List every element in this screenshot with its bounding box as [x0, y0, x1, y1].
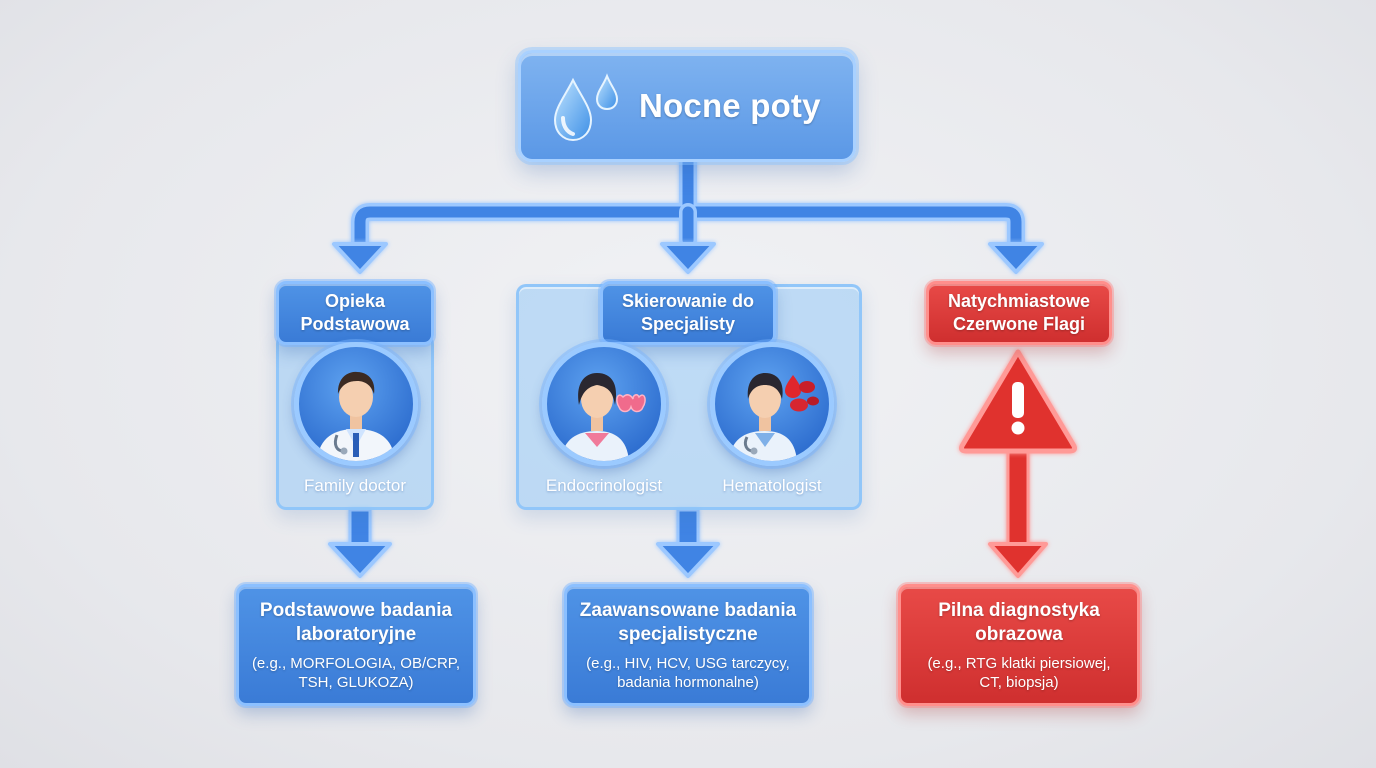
hematologist-blood-cells-icon — [710, 342, 834, 466]
red-flags-label: Natychmiastowe Czerwone Flagi — [947, 291, 1091, 334]
basic-labs-details: (e.g., MORFOLOGIA, OB/CRP, TSH, GLUKOZA) — [251, 654, 461, 691]
basic-labs-box: Podstawowe badania laboratoryjne (e.g., … — [236, 584, 476, 706]
warning-triangle-icon — [959, 349, 1077, 454]
urgent-imaging-title: Pilna diagnostyka obrazowa — [938, 599, 1100, 645]
arrow-to-urgent-imaging — [988, 446, 1048, 578]
primary-care-label: Opieka Podstawowa — [300, 291, 410, 334]
branch-connector — [351, 153, 1025, 255]
basic-labs-title: Podstawowe badania laboratoryjne — [259, 599, 453, 645]
endocrinologist-label: Endocrinologist — [545, 476, 663, 495]
family-doctor-label: Family doctor — [303, 476, 407, 495]
diagram-title: Nocne poty — [639, 87, 821, 124]
water-drops-icon — [553, 73, 619, 142]
urgent-imaging-box: Pilna diagnostyka obrazowa (e.g., RTG kl… — [898, 584, 1140, 706]
red-flags-header: Natychmiastowe Czerwone Flagi — [926, 281, 1112, 345]
arrowhead-primary-care — [332, 242, 388, 274]
root-node-night-sweats: Nocne poty — [518, 50, 856, 162]
family-doctor-icon — [294, 342, 418, 466]
advanced-tests-title: Zaawansowane badania specjalistyczne — [579, 599, 797, 645]
advanced-tests-details: (e.g., HIV, HCV, USG tarczycy, badania h… — [586, 654, 790, 691]
arrow-to-basic-labs — [328, 508, 392, 578]
endocrinologist-thyroid-icon — [542, 342, 666, 466]
specialist-referral-header: Skierowanie do Specjalisty — [600, 281, 776, 345]
urgent-imaging-details: (e.g., RTG klatki piersiowej, CT, biopsj… — [927, 654, 1111, 691]
arrowhead-specialist — [660, 242, 716, 274]
arrowhead-red-flags — [988, 242, 1044, 274]
advanced-tests-box: Zaawansowane badania specjalistyczne (e.… — [564, 584, 812, 706]
hematologist-label: Hematologist — [722, 476, 822, 495]
specialist-referral-label: Skierowanie do Specjalisty — [621, 291, 755, 334]
arrow-to-advanced-tests — [656, 508, 720, 578]
primary-care-header: Opieka Podstawowa — [276, 281, 434, 345]
